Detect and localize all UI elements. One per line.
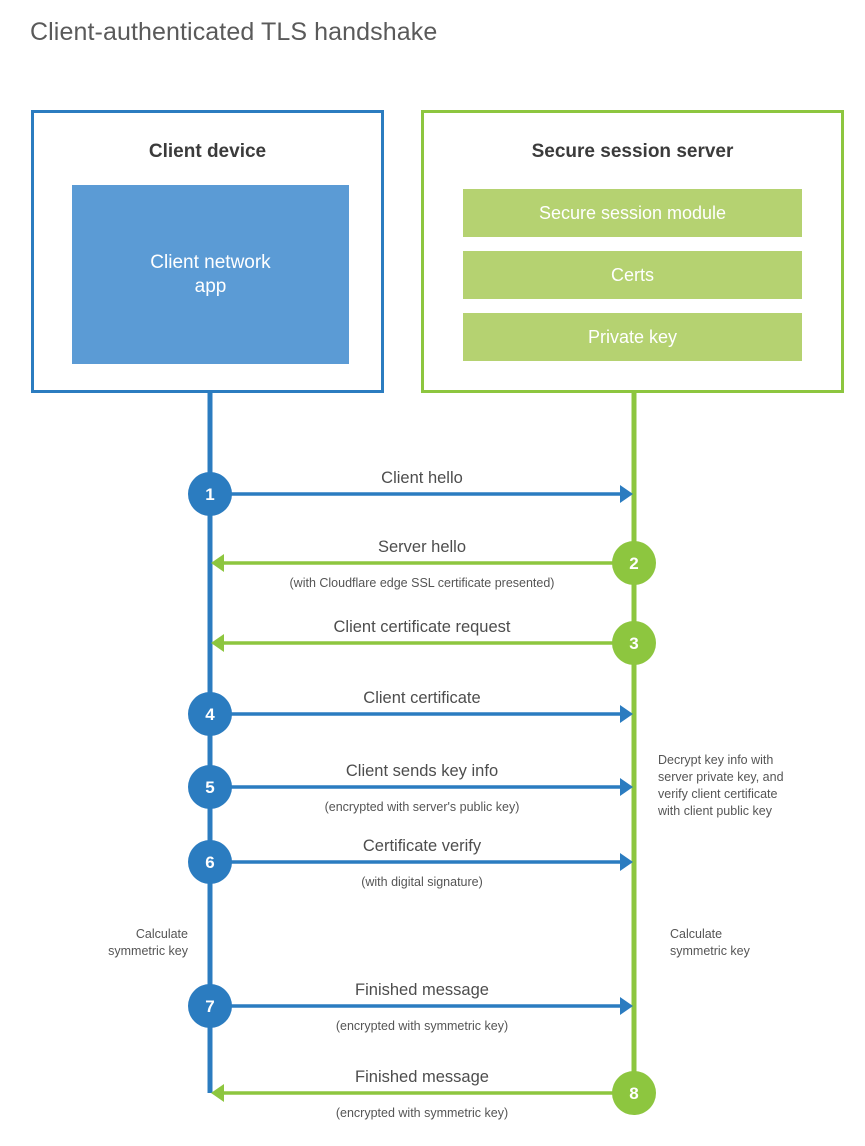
step-badge-number-4: 4 [205,705,215,724]
client-app-label-line1: Client network [150,251,271,273]
message-sublabel-6: (with digital signature) [361,875,483,889]
message-label-8: Finished message [355,1068,489,1086]
client-network-app-block: Client network app [72,185,349,364]
message-label-3: Client certificate request [334,618,511,636]
message-step-8: Finished message (encrypted with symmetri… [211,1068,656,1120]
step-badge-4[interactable] [188,692,232,736]
server-component-secure-session-module: Secure session module [463,189,802,237]
message-arrow-head-3 [211,634,224,652]
message-arrow-head-2 [211,554,224,572]
secure-session-server-title: Secure session server [531,141,734,162]
message-step-4: Client certificate 4 [188,689,633,736]
step-badge-number-3: 3 [629,634,638,653]
server-component-private-key: Private key [463,313,802,361]
client-device-title: Client device [148,141,267,162]
message-step-5: Client sends key info (encrypted with ser… [188,762,633,814]
step-badge-3[interactable] [612,621,656,665]
server-calculate-note-line-2: symmetric key [670,944,751,958]
message-label-2: Server hello [378,538,466,556]
message-step-7: Finished message (encrypted with symmetri… [188,981,633,1033]
client-calculate-note: Calculate symmetric key [108,927,189,958]
server-calculate-note-line-1: Calculate [670,927,722,941]
step-badge-number-2: 2 [629,554,638,573]
message-label-7: Finished message [355,981,489,999]
message-arrow-head-5 [620,778,633,796]
step-badge-number-8: 8 [629,1084,638,1103]
step-badge-5[interactable] [188,765,232,809]
server-decrypt-note: Decrypt key info with server private key,… [657,753,784,818]
secure-session-server-box: Secure session server Secure session mod… [421,110,844,393]
message-sublabel-5: (encrypted with server's public key) [325,800,520,814]
step-badge-number-6: 6 [205,853,214,872]
message-step-3: Client certificate request 3 [211,618,656,665]
client-calculate-note-line-2: symmetric key [108,944,189,958]
step-badge-6[interactable] [188,840,232,884]
message-sublabel-7: (encrypted with symmetric key) [336,1019,508,1033]
message-step-1: Client hello 1 [188,469,633,516]
message-arrow-head-4 [620,705,633,723]
server-decrypt-note-line-4: with client public key [657,804,773,818]
step-badge-2[interactable] [612,541,656,585]
message-step-6: Certificate verify (with digital signatur… [188,837,633,889]
server-calculate-note: Calculate symmetric key [670,927,751,958]
page-title: Client-authenticated TLS handshake [30,18,438,46]
message-sublabel-8: (encrypted with symmetric key) [336,1106,508,1120]
message-sublabel-2: (with Cloudflare edge SSL certificate pr… [290,576,555,590]
message-arrow-head-7 [620,997,633,1015]
step-badge-number-7: 7 [205,997,214,1016]
client-device-box: Client device Client network app [31,110,384,393]
message-step-2: Server hello (with Cloudflare edge SSL ce… [211,538,656,590]
server-component-certs: Certs [463,251,802,299]
step-badge-1[interactable] [188,472,232,516]
client-calculate-note-line-1: Calculate [136,927,188,941]
server-decrypt-note-line-1: Decrypt key info with [658,753,773,767]
step-badge-number-5: 5 [205,778,214,797]
step-badge-7[interactable] [188,984,232,1028]
server-decrypt-note-line-2: server private key, and [658,770,784,784]
server-decrypt-note-line-3: verify client certificate [658,787,778,801]
message-label-4: Client certificate [363,689,480,707]
step-badge-number-1: 1 [205,485,214,504]
step-badge-8[interactable] [612,1071,656,1115]
server-component-stack: Secure session module Certs Private key [463,189,802,361]
message-arrow-head-6 [620,853,633,871]
message-arrow-head-8 [211,1084,224,1102]
message-label-1: Client hello [381,469,463,487]
message-label-5: Client sends key info [346,762,498,780]
client-app-label-line2: app [194,275,227,297]
message-arrow-head-1 [620,485,633,503]
message-label-6: Certificate verify [363,837,482,855]
